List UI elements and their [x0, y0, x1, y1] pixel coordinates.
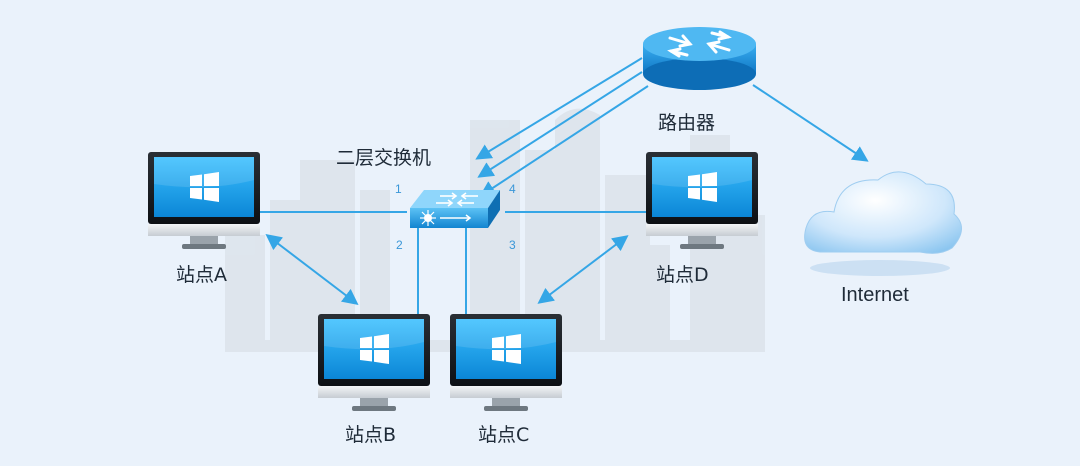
port-2-label: 2 [396, 238, 403, 252]
desktop-computer-icon [450, 314, 562, 411]
windows-logo-icon [688, 172, 717, 202]
router-to-internet-arrow [752, 84, 869, 162]
port-3-label: 3 [509, 238, 516, 252]
desktop-computer-icon [318, 314, 430, 411]
station-b-computer[interactable] [318, 314, 430, 414]
desktop-computer-icon [646, 152, 758, 249]
station-a-computer[interactable] [148, 152, 260, 252]
station-c-computer[interactable] [450, 314, 562, 414]
station-d-label: 站点D [656, 264, 709, 286]
switch-label: 二层交换机 [336, 147, 432, 169]
router-to-switch-arrow-2 [477, 71, 643, 178]
router-label: 路由器 [658, 112, 716, 134]
router-icon [643, 27, 756, 90]
station-a-label: 站点A [176, 264, 227, 286]
internet-label: Internet [841, 284, 909, 306]
windows-logo-icon [190, 172, 219, 202]
windows-logo-icon [492, 334, 521, 364]
desktop-computer-icon [148, 152, 260, 249]
links [258, 57, 869, 316]
a-b-arrow [265, 234, 359, 305]
network-switch-icon [410, 190, 500, 228]
station-c-label: 站点C [478, 424, 530, 446]
station-b-label: 站点B [345, 424, 397, 446]
port-4-label: 4 [509, 182, 516, 196]
d-c-arrow [537, 235, 629, 304]
port-1-label: 1 [395, 182, 402, 196]
station-d-computer[interactable] [646, 152, 758, 252]
router-to-switch-arrow-1 [475, 57, 643, 160]
cloud-icon [804, 171, 962, 276]
router-to-switch-arrow-3 [479, 85, 649, 197]
windows-logo-icon [360, 334, 389, 364]
